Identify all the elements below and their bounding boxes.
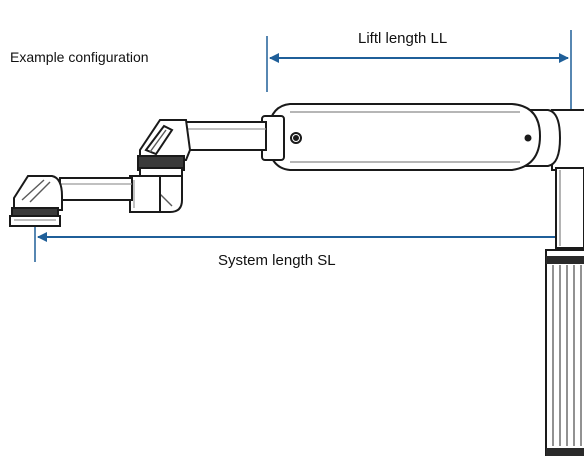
lift-length-dimension (266, 30, 572, 118)
lift-length-label: Liftl length LL (358, 30, 448, 47)
upper-tube (185, 121, 267, 151)
hood-elbow-joint (9, 175, 63, 227)
mast-column (545, 109, 584, 456)
system-length-label: System length SL (218, 252, 336, 269)
diagram-caption: Example configuration (10, 49, 149, 65)
lift-arm (261, 103, 562, 171)
lower-tube (59, 177, 133, 201)
upper-elbow-joint (137, 119, 192, 171)
middle-drop-joint (129, 167, 183, 213)
